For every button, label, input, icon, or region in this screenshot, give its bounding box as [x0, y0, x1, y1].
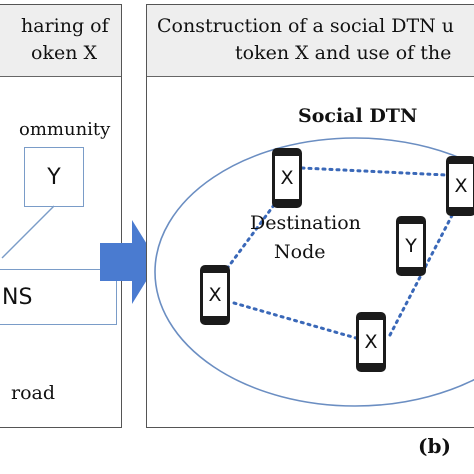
phone-node-x-left: X [200, 265, 230, 325]
phone-screen: X [275, 156, 299, 199]
left-panel: haring of oken X ommunity Y NS road [0, 4, 122, 428]
right-panel-header: Construction of a social DTN u token X a… [147, 5, 474, 77]
destination-label-line1: Destination [250, 212, 361, 234]
phone-screen: X [449, 164, 473, 207]
phone-screen: X [359, 320, 383, 363]
ns-box: NS [0, 269, 117, 325]
phone-node-y-destination: Y [396, 216, 426, 276]
link-x1-x3 [224, 203, 276, 272]
y-node-box: Y [24, 147, 84, 207]
phone-node-x-bottom: X [356, 312, 386, 372]
community-label: ommunity [19, 119, 111, 140]
social-dtn-ellipse [154, 137, 474, 407]
link-x1-x2 [300, 166, 448, 177]
destination-label-line2: Node [274, 241, 326, 263]
network-title: Social DTN [298, 105, 418, 127]
right-title-line2: token X and use of the [235, 42, 452, 64]
right-title-line1: Construction of a social DTN u [157, 15, 455, 37]
ns-label: NS [2, 284, 33, 310]
panel-tag: (b) [418, 434, 451, 458]
phone-node-x-right: X [446, 156, 474, 216]
left-panel-header: haring of oken X [0, 5, 121, 77]
phone-node-x-top: X [272, 148, 302, 208]
left-title-line1: haring of [21, 15, 109, 37]
link-x3-x4 [232, 301, 358, 340]
phone-screen: Y [399, 224, 423, 267]
y-node-label: Y [47, 164, 61, 190]
phone-screen: X [203, 273, 227, 316]
y-to-ns-line [1, 205, 55, 259]
road-label: road [11, 382, 56, 404]
right-arrow-icon [100, 220, 158, 304]
left-title-line2: oken X [31, 42, 97, 64]
